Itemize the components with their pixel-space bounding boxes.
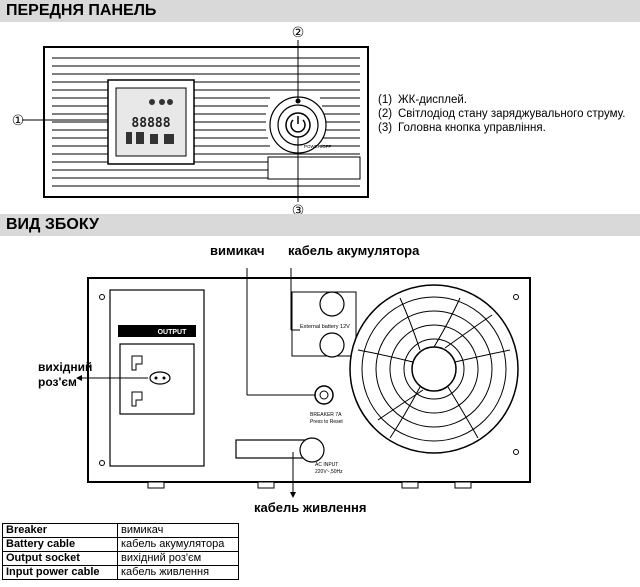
breaker-text-2: Press to Reset: [310, 419, 343, 425]
table-row: Breaker вимикач: [2, 523, 239, 538]
lcd-indicators: [126, 99, 174, 144]
battery-terminal-panel: [291, 291, 357, 357]
label-input-cable: кабель живлення: [254, 500, 367, 515]
term-ua: вимикач: [117, 523, 239, 538]
legend-item: (3) Головна кнопка управління.: [378, 122, 546, 134]
front-louvers: [52, 57, 360, 187]
side-leaders: [78, 268, 315, 496]
term-en: Breaker: [2, 523, 118, 538]
table-row: Battery cable кабель акумулятора: [2, 537, 239, 552]
cooling-fan: [349, 284, 519, 454]
charge-led: [295, 98, 301, 104]
callout-1: ①: [12, 113, 25, 129]
terms-table: Breaker вимикач Battery cable кабель аку…: [2, 523, 239, 580]
side-casing: [87, 277, 531, 483]
output-panel-label: OUTPUT: [158, 329, 188, 336]
term-en: Output socket: [2, 551, 118, 566]
front-panel-header: ПЕРЕДНЯ ПАНЕЛЬ: [0, 0, 640, 22]
term-ua: кабель живлення: [117, 565, 239, 580]
label-output-socket: вихідний роз'єм: [38, 360, 93, 389]
battery-note: External battery 12V: [300, 324, 350, 330]
legend-item: (1) ЖК-дисплей.: [378, 94, 467, 106]
ac-input-text-2: 220V~,50Hz: [315, 469, 343, 475]
label-breaker: вимикач: [210, 243, 265, 258]
front-panel-drawing: 88888 POWER/OFF ① ② ③: [12, 25, 369, 214]
ac-input-socket: [299, 437, 325, 463]
front-vent-slot: [267, 156, 361, 180]
table-row: Input power cable кабель живлення: [2, 565, 239, 580]
output-panel-label-strip: [118, 325, 196, 337]
power-icon: [290, 119, 306, 133]
casing-screws: [99, 294, 519, 466]
label-battery-cable: кабель акумулятора: [288, 243, 420, 258]
lcd-digits: 88888: [131, 116, 170, 131]
output-socket: [119, 343, 195, 415]
term-ua: кабель акумулятора: [117, 537, 239, 552]
input-cable-body: [235, 439, 311, 459]
breaker-text-1: BREAKER 7A: [310, 412, 342, 418]
table-row: Output socket вихідний роз'єм: [2, 551, 239, 566]
term-en: Battery cable: [2, 537, 118, 552]
term-en: Input power cable: [2, 565, 118, 580]
callout-2: ②: [292, 25, 305, 41]
output-panel: [109, 289, 205, 467]
power-ring-text: POWER/OFF: [304, 144, 331, 149]
battery-terminal-negative: [319, 332, 345, 358]
callout-3: ③: [292, 203, 305, 214]
legend-item: (2) Світлодіод стану заряджувального стр…: [378, 108, 626, 120]
ac-input-text-1: AC INPUT: [315, 462, 338, 468]
front-legend: (1) ЖК-дисплей. (2) Світлодіод стану зар…: [378, 93, 628, 135]
side-view-header: ВИД ЗБОКУ: [0, 214, 640, 236]
breaker-button[interactable]: [314, 385, 334, 405]
battery-terminal-positive: [319, 291, 345, 317]
casing-feet: [147, 481, 472, 489]
term-ua: вихідний роз'єм: [117, 551, 239, 566]
